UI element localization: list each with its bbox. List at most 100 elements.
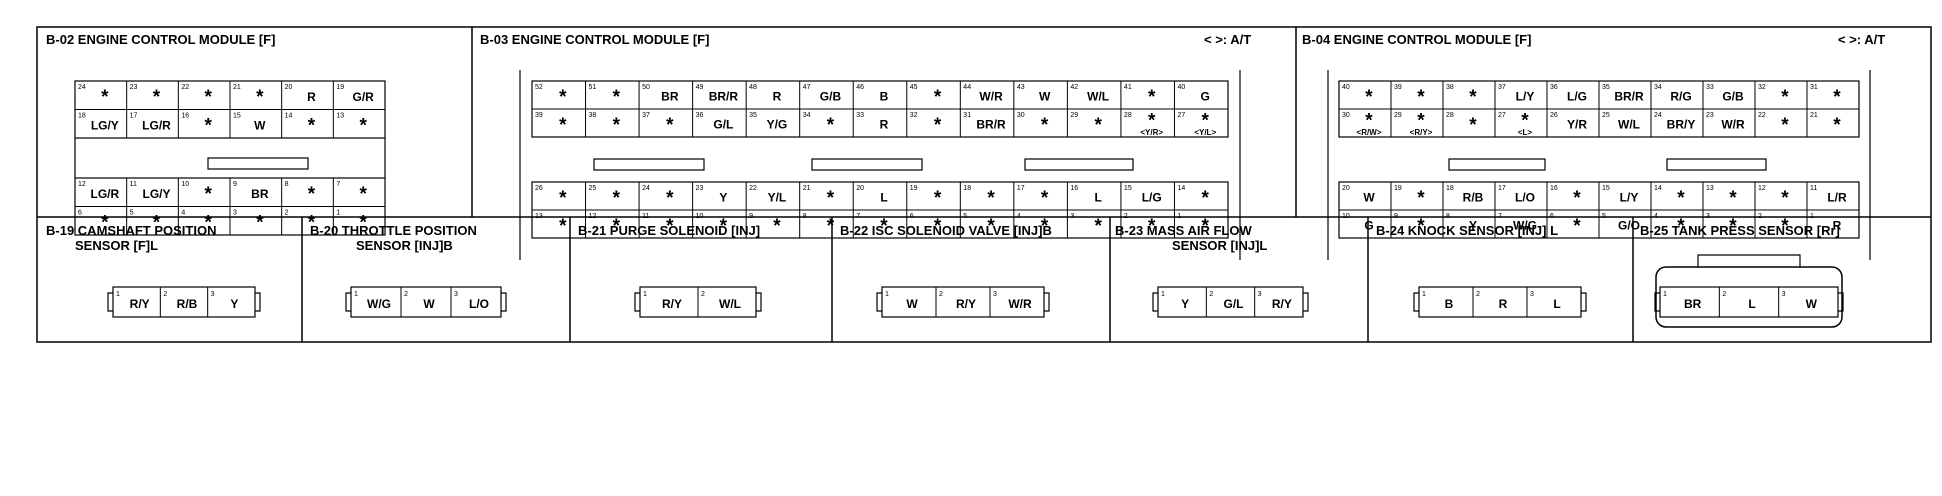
b02-pin-number: 13 [336,113,344,120]
b04-wire-color: L/O [1515,191,1535,205]
b04-pin-unused: * [1469,115,1477,136]
b02-pin-unused: * [308,116,316,137]
wire-color: G/L [1224,297,1244,311]
wire-color: BR [1684,297,1702,311]
b03-wire-color: G/L [713,118,733,132]
b03-pin-number: 51 [589,84,597,91]
b04-pin-number: 20 [1342,185,1350,192]
b03-pin-number: 42 [1070,84,1078,91]
b04-pin-unused: * [1677,216,1685,237]
tank-sensor-latch [1697,254,1801,267]
b04-latch-0 [1448,158,1546,171]
b03-wire-color: G/B [820,90,842,104]
b04-pin-number: 14 [1654,185,1662,192]
b03-pin-number: 21 [803,185,811,192]
b03-latch-0 [593,158,705,171]
b03-pin-unused: * [934,216,942,237]
sensor-title-line2: SENSOR [INJ]L [1172,238,1267,253]
b04-pin-unused: * [1729,216,1737,237]
b02-pin-number: 7 [336,181,340,188]
b03-pin-unused: * [1202,188,1210,209]
b04-pin-number: 17 [1498,185,1506,192]
b04-pin-number: 6 [1550,213,1554,220]
b03-pin-unused: * [827,188,835,209]
pin-number: 1 [1161,291,1165,298]
connector-tab [345,292,351,312]
b04-wire-color: G/O [1618,219,1640,233]
b02-pin-number: 14 [285,113,293,120]
wire-color: R/Y [1272,297,1292,311]
b04-at-note: < >: A/T [1838,32,1885,47]
pin-number: 3 [454,291,458,298]
b03-pin-number: 43 [1017,84,1025,91]
b02-pin-unused: * [256,213,264,234]
b04-pin-number: 15 [1602,185,1610,192]
b03-pin-number: 25 [589,185,597,192]
connector-tab [1654,292,1660,312]
b04-at-wire-color: <R/Y> [1410,128,1433,137]
b04-pin-number: 9 [1394,213,1398,220]
b02-wire-color: W [254,118,266,132]
b02-pin-number: 10 [181,181,189,188]
b04-wire-color: BR/R [1614,90,1644,104]
b04-pin-number: 18 [1446,185,1454,192]
b03-wire-color: W/L [1087,90,1109,104]
b03-pin-number: 48 [749,84,757,91]
b02-wire-color: BR [251,187,269,201]
pin-number: 1 [885,291,889,298]
pin-number: 1 [1422,291,1426,298]
b04-pin-number: 30 [1342,112,1350,119]
b03-pin-unused: * [827,115,835,136]
b03-latch-2 [1024,158,1134,171]
wire-color: R/B [177,297,198,311]
b03-pin-unused: * [559,115,567,136]
b03-wire-color: W/R [979,90,1003,104]
b03-pin-number: 41 [1124,84,1132,91]
b02-latch-0 [207,157,309,170]
b02-pin-number: 6 [78,210,82,217]
b04-wire-color: L/Y [1516,90,1535,104]
b03-wire-color: Y [719,191,727,205]
b03-wire-color: R [773,90,782,104]
b02-pin-number: 3 [233,210,237,217]
b04-pin-number: 40 [1342,84,1350,91]
b02-pin-number: 9 [233,181,237,188]
b03-pin-number: 47 [803,84,811,91]
b03-pin-unused: * [613,216,621,237]
b04-pin-unused: * [1573,188,1581,209]
b04-pin-number: 39 [1394,84,1402,91]
b03-pin-unused: * [987,216,995,237]
b03-pin-number: 38 [589,112,597,119]
pin-number: 2 [1476,291,1480,298]
b03-pin-number: 4 [1017,213,1021,220]
b03-wire-color: W [1039,90,1051,104]
b04-wire-color: Y/R [1567,118,1587,132]
b03-at-wire-color: <Y/L> [1194,128,1216,137]
b03-pin-unused: * [720,216,728,237]
b03-pin-unused: * [1041,216,1049,237]
b04-pin-number: 2 [1758,213,1762,220]
connector-tab [1581,292,1587,312]
b03-pin-unused: * [880,216,888,237]
b03-pin-number: 19 [910,185,918,192]
connector-tab [255,292,261,312]
b02-wire-color: LG/R [90,187,119,201]
b04-pin-number: 29 [1394,112,1402,119]
b03-pin-number: 13 [535,213,543,220]
b03-pin-number: 12 [589,213,597,220]
b02-pin-unused: * [204,116,212,137]
b03-pin-number: 20 [856,185,864,192]
b02-pin-number: 21 [233,84,241,91]
b03-latch-1 [811,158,923,171]
b03-pin-number: 28 [1124,112,1132,119]
b04-pin-number: 19 [1394,185,1402,192]
b02-pin-unused: * [359,116,367,137]
tank-sensor-shroud [1655,266,1843,328]
b03-pin-unused: * [1148,87,1156,108]
b03-pin-number: 11 [642,213,649,220]
b03-pin-unused: * [613,115,621,136]
b02-wire-color: LG/Y [142,187,170,201]
b02-pin-number: 23 [130,84,138,91]
b04-pin-number: 22 [1758,112,1766,119]
b03-wire-color: B [880,90,889,104]
